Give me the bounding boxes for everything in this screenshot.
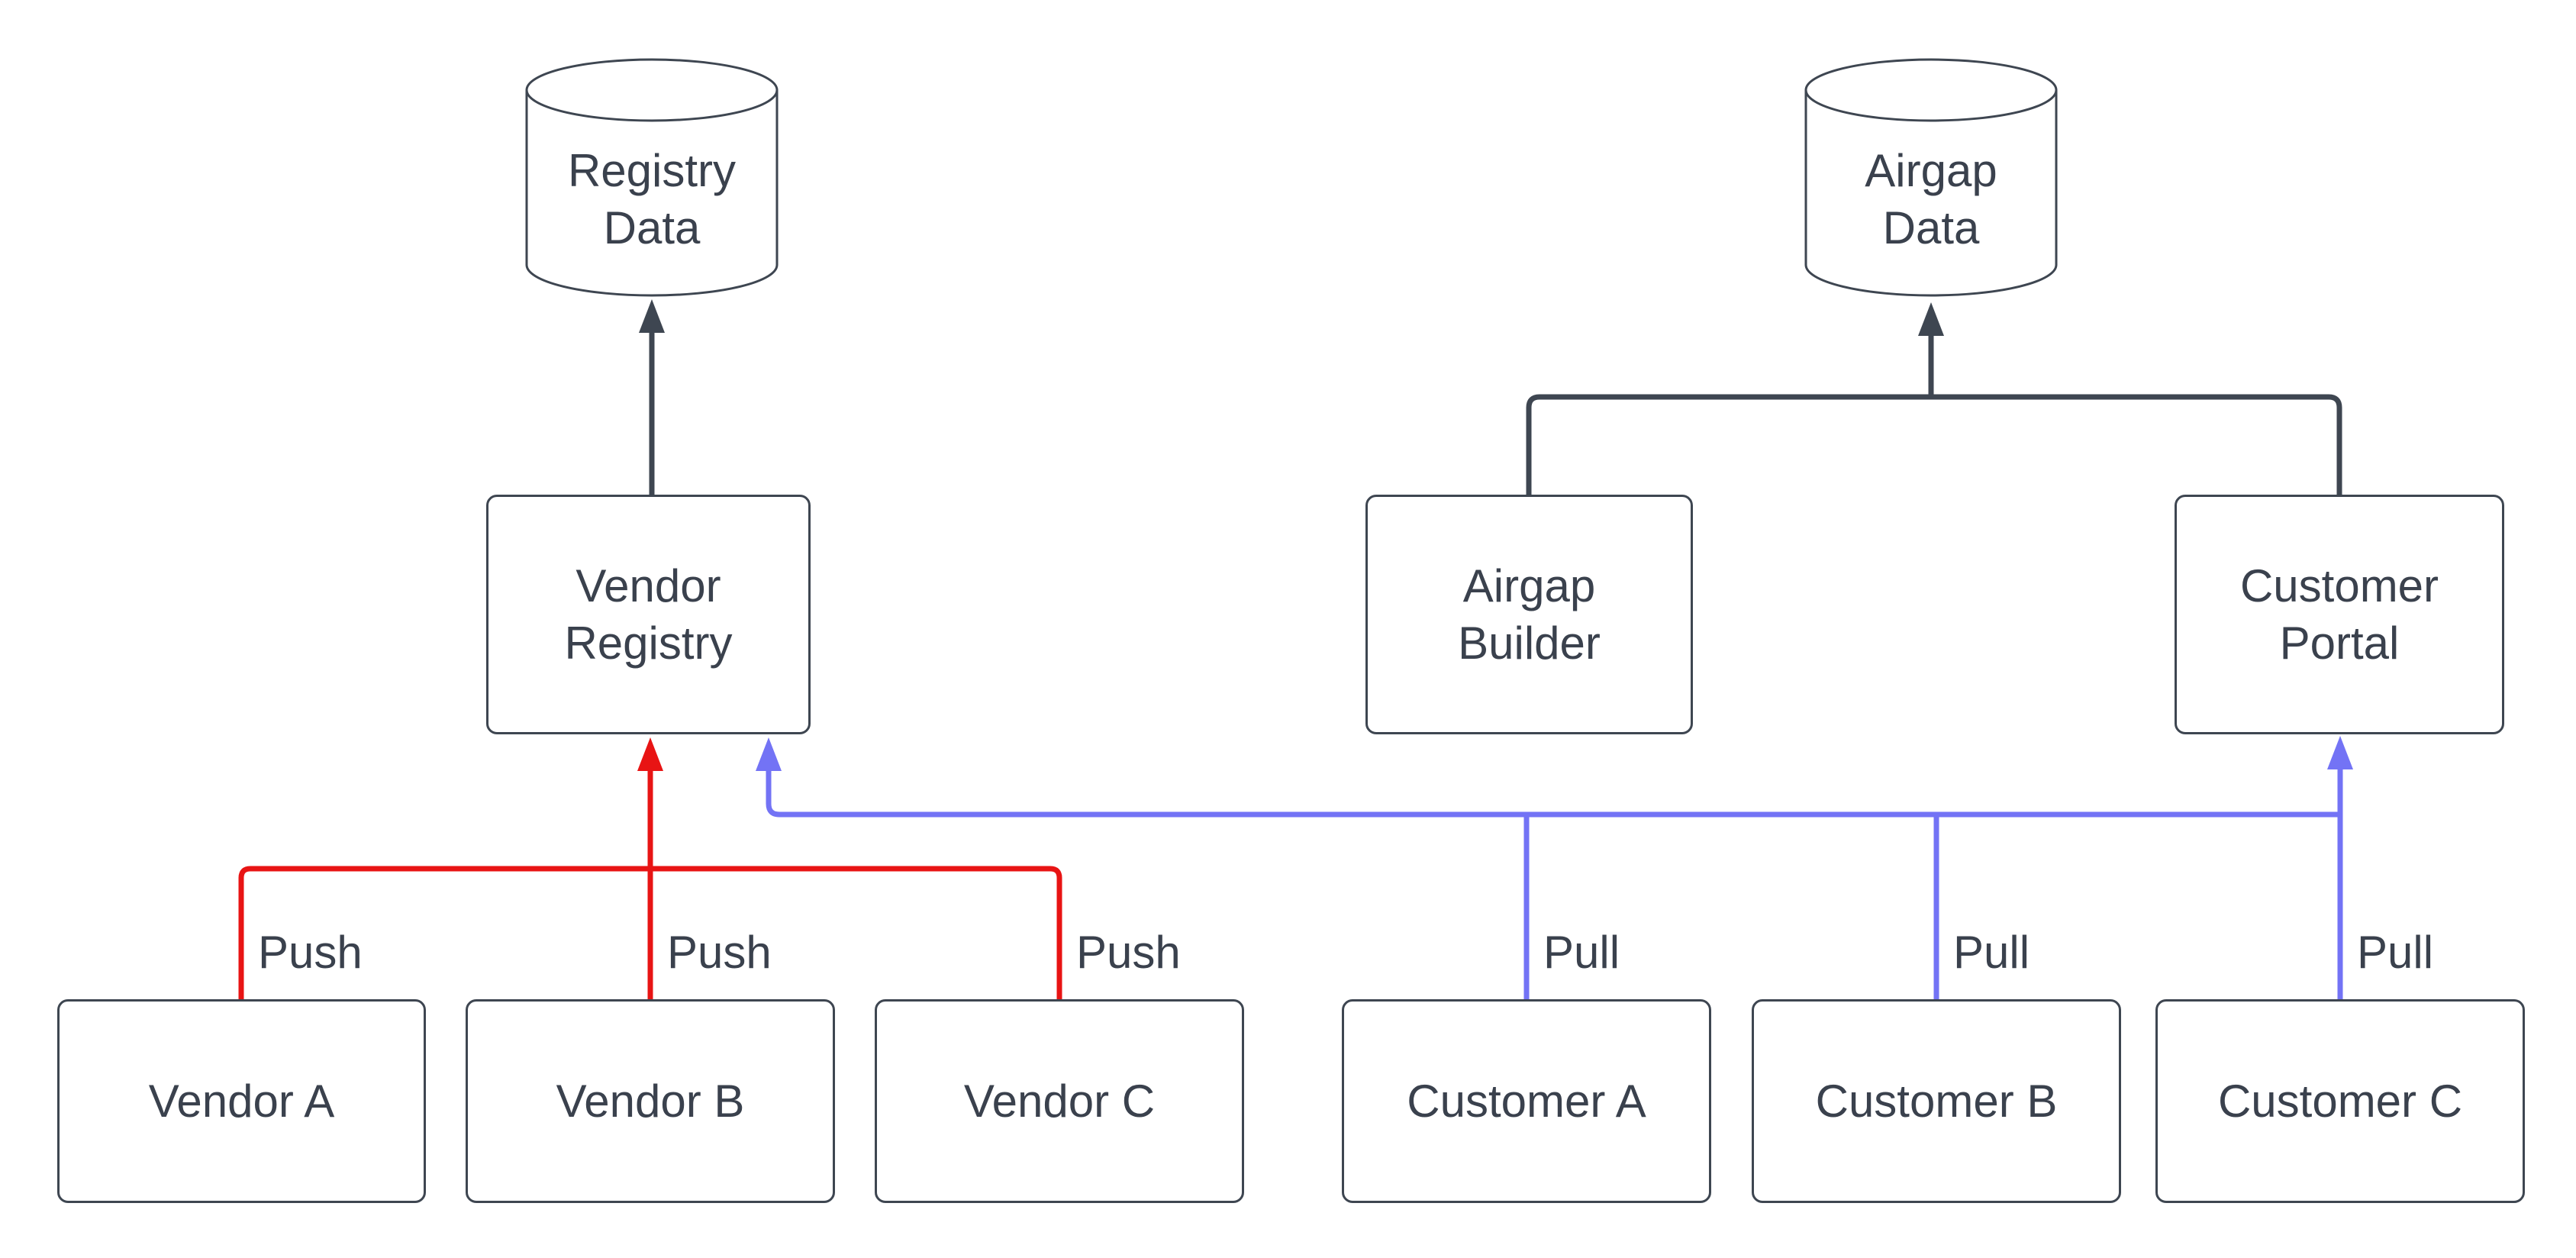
node-label: Airgap Data [1865, 144, 1997, 253]
node-label: Customer B [1815, 1076, 2058, 1127]
edge-label-push-vendor-b: Push [667, 927, 772, 978]
database-cylinder-icon [1804, 58, 2058, 297]
node-customer-b: Customer B [1752, 999, 2121, 1203]
edge-push-bus [238, 737, 1062, 999]
node-airgap-builder: Airgap Builder [1365, 495, 1693, 734]
node-label: Vendor A [148, 1076, 335, 1127]
node-customer-a: Customer A [1342, 999, 1711, 1203]
arrowhead-up-icon [639, 299, 665, 333]
edge-label-push-vendor-c: Push [1076, 927, 1181, 978]
node-vendor-c: Vendor C [875, 999, 1244, 1203]
node-label: Customer Portal [2239, 560, 2439, 669]
edge-label-pull-customer-a: Pull [1543, 927, 1620, 978]
node-label: Airgap Builder [1458, 560, 1601, 669]
node-label: Vendor Registry [564, 560, 733, 669]
node-vendor-a: Vendor A [57, 999, 426, 1203]
edge-airgap-builder-customer-portal-merge [1526, 302, 2342, 495]
node-customer-portal: Customer Portal [2175, 495, 2504, 734]
node-label: Vendor B [556, 1076, 745, 1127]
arrowhead-up-icon [2327, 736, 2353, 769]
edge-label-push-vendor-a: Push [258, 927, 363, 978]
edge-label-pull-customer-c: Pull [2357, 927, 2434, 978]
arrowhead-up-icon [637, 737, 663, 771]
database-cylinder-icon [525, 58, 779, 297]
arrowhead-up-icon [1918, 302, 1944, 336]
node-label: Customer C [2217, 1076, 2463, 1127]
arrowhead-up-icon [756, 737, 782, 771]
edge-label-pull-customer-b: Pull [1953, 927, 2030, 978]
node-vendor-registry: Vendor Registry [486, 495, 811, 734]
node-airgap-data: Airgap Data [1804, 58, 2058, 297]
edge-vendor-registry-to-registry-data [639, 299, 665, 495]
edge-pull-bus [756, 736, 2353, 999]
node-vendor-b: Vendor B [466, 999, 835, 1203]
node-label: Customer A [1407, 1076, 1646, 1127]
node-label: Vendor C [963, 1076, 1156, 1127]
node-customer-c: Customer C [2155, 999, 2525, 1203]
node-registry-data: Registry Data [525, 58, 779, 297]
node-label: Registry Data [567, 144, 737, 253]
